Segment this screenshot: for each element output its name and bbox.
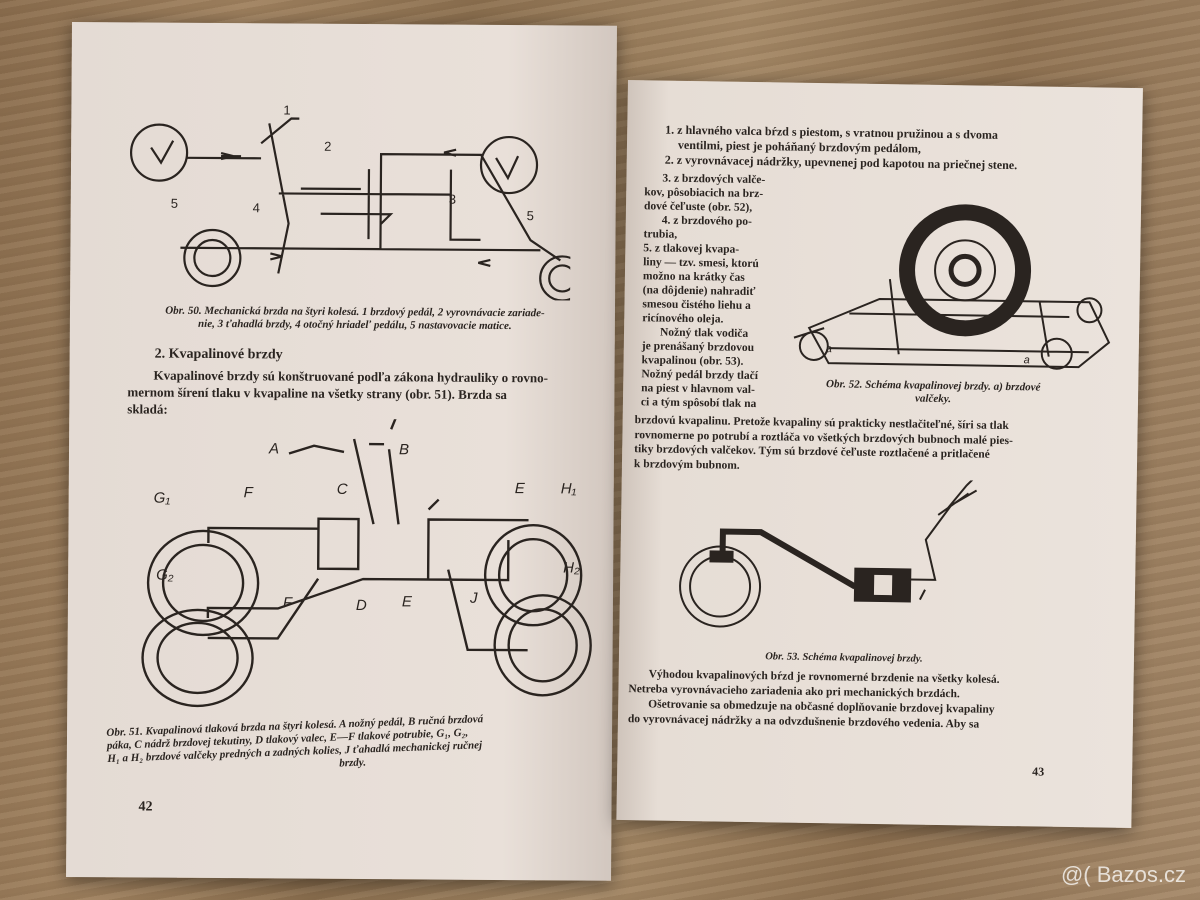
section-heading: 2. Kvapalinové brzdy: [154, 346, 283, 363]
bazos-watermark: @( Bazos.cz: [1060, 862, 1186, 887]
figure-51-caption: Obr. 51. Kvapalinová tlaková brzda na št…: [106, 709, 598, 779]
figure-label: 1: [283, 102, 291, 118]
figure-label: 3: [448, 191, 457, 207]
page-number: 43: [1032, 764, 1045, 779]
figure-label: G₂: [156, 566, 174, 584]
figure-label: 5: [526, 208, 534, 224]
figure-label: E: [514, 480, 525, 498]
right-page: 1. z hlavného valca bŕzd s piestom, s vr…: [616, 80, 1143, 828]
figure-50-mechanical-brake-diagram: [129, 117, 572, 301]
figure-label: D: [355, 596, 367, 615]
page-number: 42: [138, 799, 153, 815]
figure-label: E: [401, 593, 413, 611]
figure-label: 2: [324, 138, 332, 154]
paragraph: brzdovú kvapalinu. Pretože kvapaliny sú …: [634, 413, 1125, 479]
figure-label: H₂: [563, 559, 580, 577]
column-text: 3. z brzdových valče-kov, pôsobiacich na…: [641, 171, 785, 411]
figure-label: J: [469, 589, 478, 607]
figure-label: H₁: [560, 480, 577, 498]
left-page: 1 2 3 4 5 5 Obr. 50. Mechanická brzda na…: [66, 22, 617, 881]
figure-50-caption: Obr. 50. Mechanická brzda na štyri koles…: [105, 304, 605, 333]
figure-label: C: [336, 480, 348, 498]
text-line: ci a tým spôsobí tlak na: [640, 396, 757, 411]
figure-label: 4: [252, 200, 260, 216]
body-text: Kvapalinové brzdy sú konštruované podľa …: [127, 366, 597, 420]
text-line: mernom šírení tlaku v kvapaline na všetk…: [127, 384, 508, 403]
paragraph: Výhodou kvapalinových bŕzd je rovnomerné…: [628, 667, 1119, 735]
figure-label: a: [1023, 354, 1030, 367]
list-text: 1. z hlavného valca bŕzd s piestom, s vr…: [645, 122, 1116, 174]
figure-label: F: [243, 484, 253, 502]
figure-53-hydraulic-schematic: [679, 475, 1002, 628]
figure-label: a: [825, 343, 833, 356]
figure-52-brake-schematic: [793, 204, 1111, 370]
figure-53-caption: Obr. 53. Schéma kvapalinovej brzdy.: [765, 651, 923, 665]
figure-label: F: [282, 594, 293, 612]
figure-label: A: [268, 440, 280, 458]
figure-label: 5: [170, 195, 179, 211]
figure-label: G₁: [153, 489, 171, 507]
figure-52-caption: Obr. 52. Schéma kvapalinovej brzdy. a) b…: [793, 378, 1073, 408]
figure-51-hydraulic-brake-diagram: [141, 417, 592, 708]
figure-label: B: [398, 441, 410, 459]
